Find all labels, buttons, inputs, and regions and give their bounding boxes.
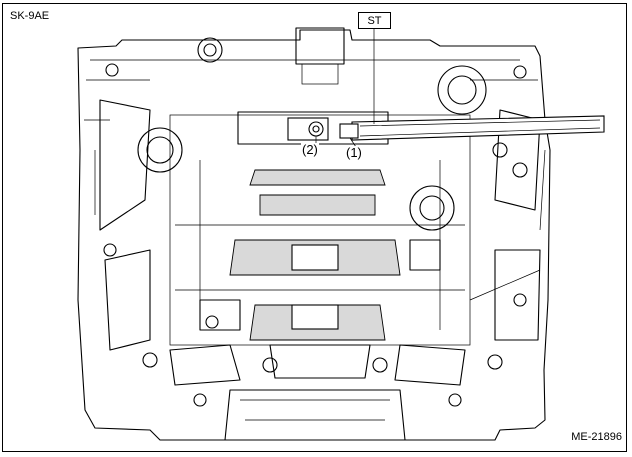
special-tool-label: ST bbox=[358, 12, 391, 29]
model-code: SK-9AE bbox=[10, 10, 50, 22]
block-outline bbox=[77, 29, 551, 441]
right-upper-boss bbox=[437, 65, 487, 115]
left-top-boss bbox=[197, 37, 223, 63]
right-mid-boss bbox=[409, 185, 455, 231]
crank-web-1 bbox=[249, 169, 386, 186]
left-upper-boss bbox=[137, 127, 183, 173]
figure-code: ME-21896 bbox=[571, 431, 622, 443]
top-stud bbox=[295, 27, 345, 65]
special-tool-tip bbox=[339, 123, 359, 139]
callout-2: (2) bbox=[301, 142, 319, 157]
callout-1: (1) bbox=[345, 145, 363, 160]
special-tool-rod bbox=[351, 115, 605, 141]
leader-1 bbox=[349, 137, 357, 148]
